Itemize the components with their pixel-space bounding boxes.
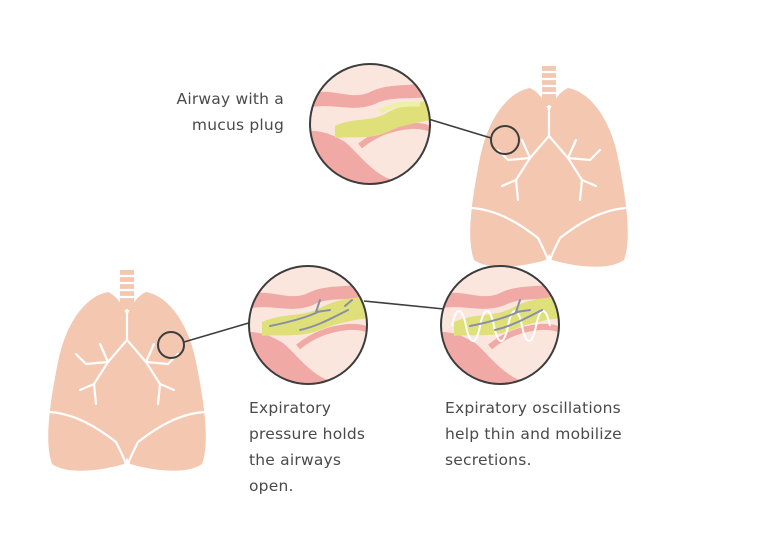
connector-line <box>424 117 492 139</box>
caption-line: Airway with a <box>176 90 284 108</box>
connector-line <box>363 300 445 310</box>
magnified-airway-icon <box>238 255 367 395</box>
connector-line <box>183 321 253 343</box>
caption-line: help thin and mobilize <box>445 425 622 443</box>
caption-line: open. <box>249 477 294 495</box>
caption-expiratory-pressure: Expiratory pressure holds the airways op… <box>249 395 365 499</box>
zoom-marker <box>490 125 520 155</box>
caption-line: mucus plug <box>191 116 284 134</box>
caption-line: the airways <box>249 451 342 469</box>
caption-line: Expiratory oscillations <box>445 399 621 417</box>
caption-mucus-plug: Airway with a mucus plug <box>177 86 284 138</box>
lungs-icon <box>47 268 207 472</box>
magnified-airway-icon <box>430 255 559 395</box>
caption-line: Expiratory <box>249 399 332 417</box>
caption-expiratory-oscillations: Expiratory oscillations help thin and mo… <box>445 395 622 473</box>
magnified-airway-icon <box>300 54 430 194</box>
zoom-marker <box>157 331 185 359</box>
lungs-icon <box>469 64 629 268</box>
caption-line: secretions. <box>445 451 532 469</box>
caption-line: pressure holds <box>249 425 366 443</box>
